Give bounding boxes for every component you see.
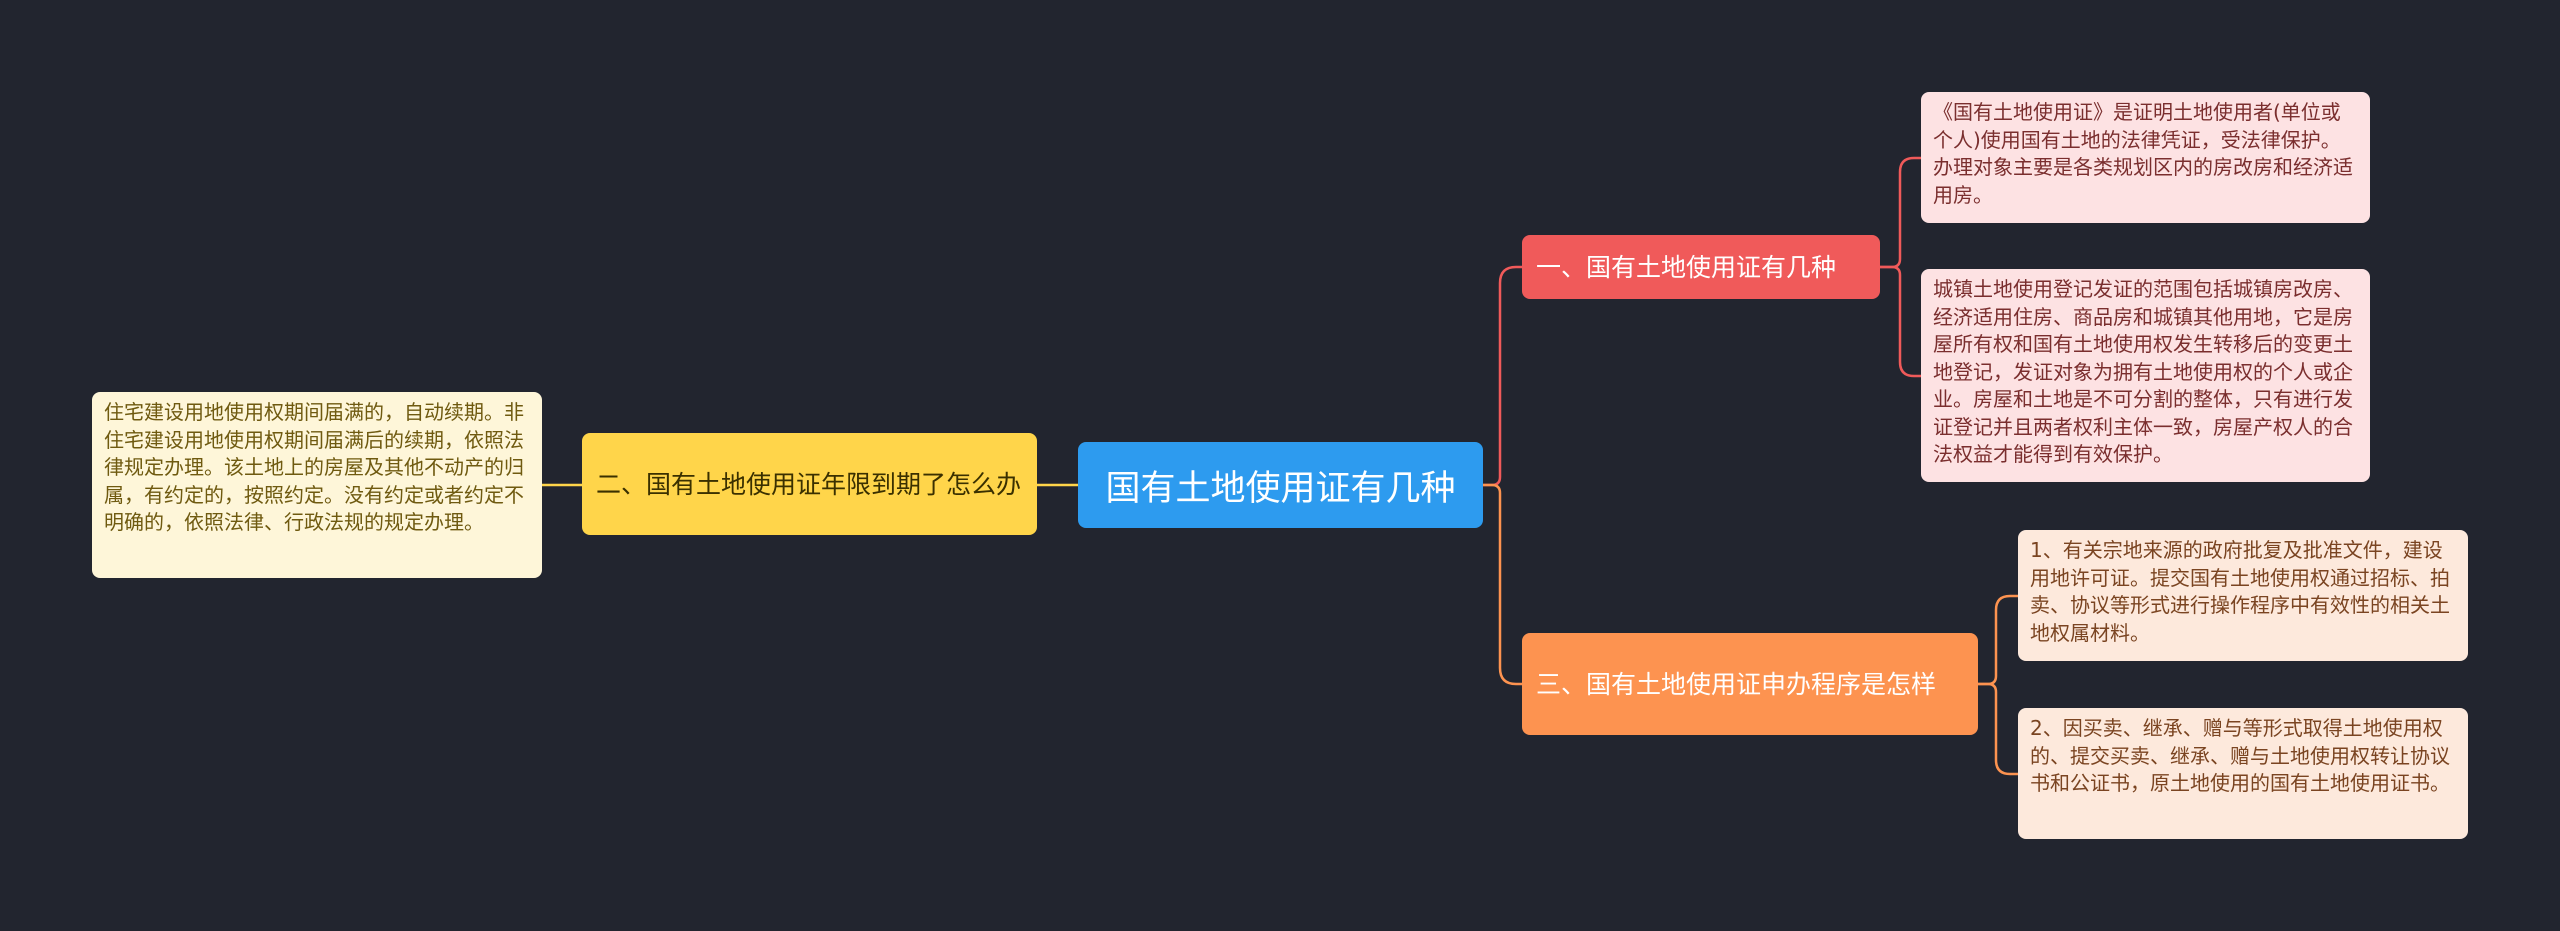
leaf-topic-renewal[interactable]: 住宅建设用地使用权期间届满的，自动续期。非住宅建设用地使用权期间届满后的续期，依… — [92, 392, 542, 578]
leaf-topic-text: 1、有关宗地来源的政府批复及批准文件，建设用地许可证。提交国有土地使用权通过招标… — [2030, 538, 2450, 645]
leaf-topic-text: 住宅建设用地使用权期间届满的，自动续期。非住宅建设用地使用权期间届满后的续期，依… — [104, 400, 524, 534]
branch-topic-label: 二、国有土地使用证年限到期了怎么办 — [596, 469, 1022, 499]
connector-root-branch-3 — [1483, 483, 1522, 686]
root-topic[interactable]: 国有土地使用证有几种 — [1078, 442, 1483, 528]
connector-branch-1-leaf-1 — [1880, 156, 1921, 269]
leaf-topic-text: 《国有土地使用证》是证明土地使用者(单位或个人)使用国有土地的法律凭证，受法律保… — [1933, 100, 2353, 207]
leaf-topic-definition[interactable]: 《国有土地使用证》是证明土地使用者(单位或个人)使用国有土地的法律凭证，受法律保… — [1921, 92, 2370, 223]
leaf-topic-text: 城镇土地使用登记发证的范围包括城镇房改房、经济适用住房、商品房和城镇其他用地，它… — [1933, 277, 2353, 466]
branch-topic-procedure[interactable]: 三、国有土地使用证申办程序是怎样 — [1522, 633, 1978, 735]
connector-branch-3-leaf-1 — [1978, 594, 2018, 686]
leaf-topic-scope[interactable]: 城镇土地使用登记发证的范围包括城镇房改房、经济适用住房、商品房和城镇其他用地，它… — [1921, 269, 2370, 482]
branch-topic-expiry[interactable]: 二、国有土地使用证年限到期了怎么办 — [582, 433, 1037, 535]
connector-root-branch-1 — [1483, 265, 1522, 487]
branch-topic-label: 三、国有土地使用证申办程序是怎样 — [1536, 669, 1937, 699]
connector-branch-3-leaf-2 — [1978, 682, 2018, 776]
leaf-topic-step-1[interactable]: 1、有关宗地来源的政府批复及批准文件，建设用地许可证。提交国有土地使用权通过招标… — [2018, 530, 2468, 661]
leaf-topic-step-2[interactable]: 2、因买卖、继承、赠与等形式取得土地使用权的、提交买卖、继承、赠与土地使用权转让… — [2018, 708, 2468, 839]
branch-topic-types[interactable]: 一、国有土地使用证有几种 — [1522, 235, 1880, 299]
branch-topic-label: 一、国有土地使用证有几种 — [1536, 252, 1837, 282]
leaf-topic-text: 2、因买卖、继承、赠与等形式取得土地使用权的、提交买卖、继承、赠与土地使用权转让… — [2030, 716, 2450, 795]
root-topic-label: 国有土地使用证有几种 — [1105, 468, 1456, 509]
connector-branch-1-leaf-2 — [1880, 265, 1921, 378]
